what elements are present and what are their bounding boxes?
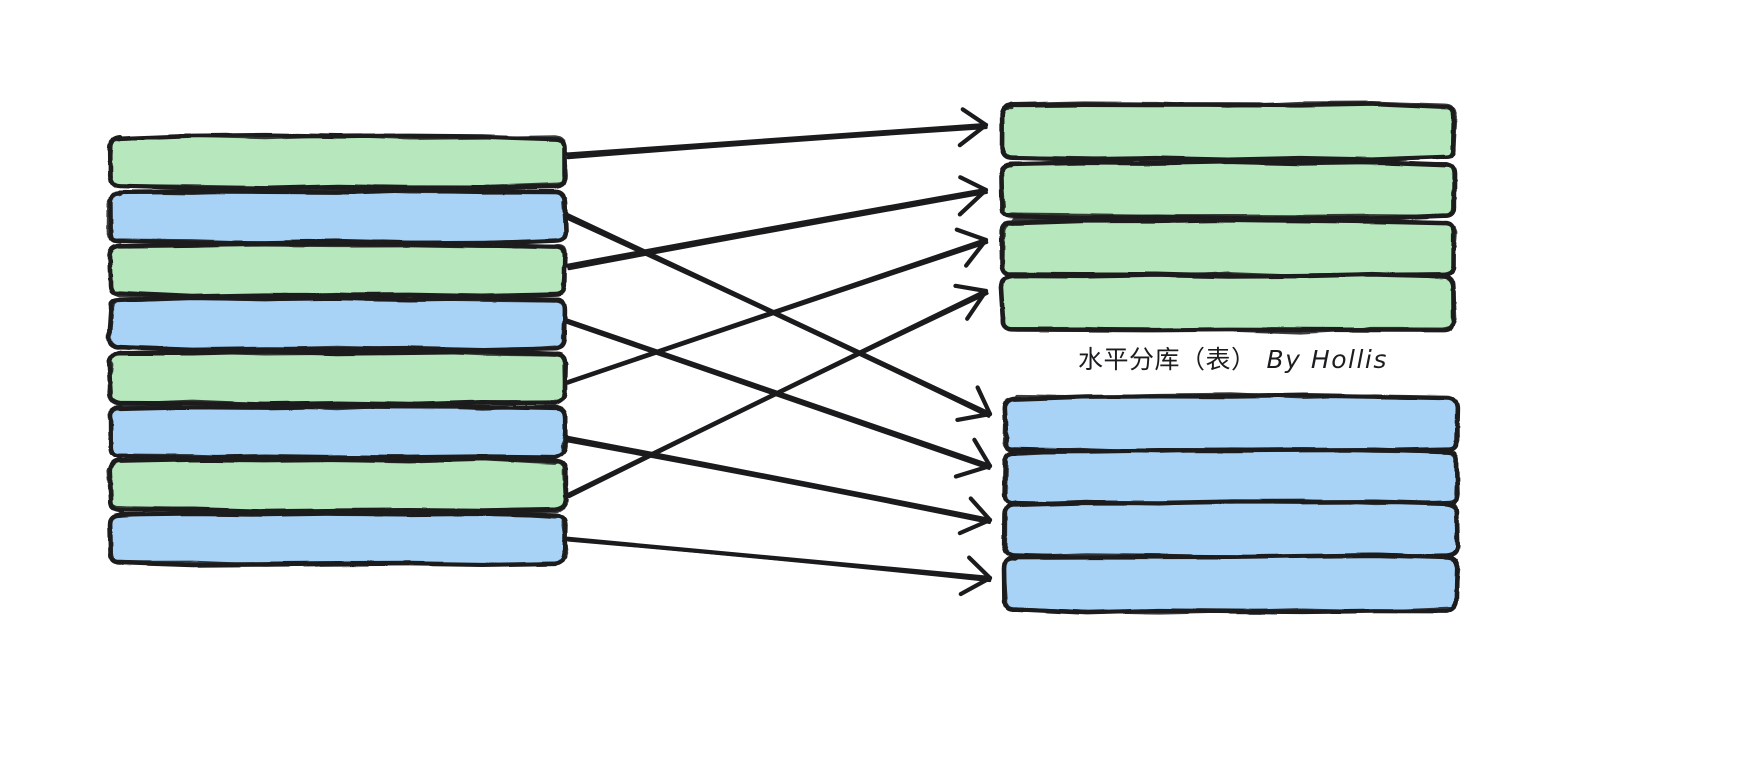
source-bar-2[interactable] [107,241,568,299]
connector-line [566,435,993,523]
source-bar-3-outline [108,296,567,354]
green-shard-stack [998,101,1458,335]
source-bar-2-outline [108,243,568,299]
green-shard-bar-1-fill [1002,160,1455,218]
arrow-head-barb [964,237,989,268]
arrow-head-barb [953,283,989,294]
blue-shard-bar-1[interactable] [1002,447,1460,509]
connector-line [565,320,991,470]
arrow-head-barb [975,385,993,417]
blue-shard-bar-3-fill [1004,554,1458,612]
connector-blue-3 [565,536,993,597]
connector-blue-2 [566,435,993,536]
arrow-head-barb [958,175,989,193]
green-shard-bar-0[interactable] [999,101,1458,164]
source-bar-2-fill [109,242,566,296]
source-bar-4[interactable] [106,349,568,408]
connector-green-0 [565,107,989,160]
blue-shard-bar-2-fill [1005,501,1457,559]
green-shard-bar-2-fill [1001,218,1455,277]
source-bar-6-outline [106,455,567,514]
arrow-head-barb [965,288,989,321]
green-shard-bar-3[interactable] [998,271,1457,335]
connection-arrows [565,107,993,597]
source-bar-4-outline [107,349,566,408]
source-bar-5[interactable] [108,403,568,461]
source-bar-3-fill [110,297,565,351]
green-shard-bar-0-fill [1002,103,1456,161]
diagram-caption: 水平分库（表） By Hollis [1078,340,1388,376]
connector-green-1 [565,175,989,271]
connector-line [565,187,989,268]
green-shard-bar-2[interactable] [999,217,1458,280]
blue-shard-bar-3[interactable] [1001,552,1461,615]
arrow-head-barb [954,227,989,243]
blue-shard-bar-1-fill [1003,448,1459,507]
blue-shard-bar-3-outline [1002,552,1461,615]
green-shard-bar-1-outline [999,158,1455,218]
arrow-head-barb [957,122,989,148]
blue-shard-bar-0-fill [1004,394,1459,453]
source-bar-5-fill [110,405,565,458]
source-bar-0-fill [109,135,566,189]
connector-line [565,216,991,418]
arrow-head-barb [953,463,993,479]
source-bar-7[interactable] [107,509,569,568]
arrow-head-barb [958,575,993,597]
source-bar-7-outline [109,509,569,567]
green-shard-bar-1[interactable] [999,158,1457,221]
green-shard-bar-3-outline [998,271,1457,335]
connector-line [567,538,992,583]
arrow-head-barb [957,187,989,217]
arrow-head-barb [955,411,993,422]
blue-shard-bar-2[interactable] [1001,499,1461,560]
source-bar-1[interactable] [106,187,569,246]
green-shard-bar-0-outline [999,101,1458,164]
arrow-head-barb [957,517,993,536]
source-stack [106,132,569,568]
caption-chinese: 水平分库（表） [1078,345,1257,374]
source-bar-4-fill [108,352,567,404]
source-bar-7-fill [109,512,566,566]
source-bar-6[interactable] [106,455,569,514]
arrow-head-barb [968,496,993,523]
connector-blue-1 [565,318,993,479]
green-shard-bar-3-fill [1001,274,1455,332]
blue-shard-bar-0[interactable] [1002,392,1460,455]
source-bar-1-outline [106,188,567,245]
source-bar-0-outline [107,134,568,191]
connector-line [566,126,988,160]
source-bar-3[interactable] [106,295,568,354]
source-bar-0[interactable] [107,132,568,191]
source-bar-6-fill [110,458,566,512]
connector-line [567,191,988,271]
connector-line [566,439,992,525]
arrow-head-barb [960,107,989,128]
arrow-head-barb [972,437,993,469]
connector-line [565,318,993,469]
caption-author: By Hollis [1266,345,1388,374]
connector-blue-0 [565,212,993,422]
arrow-head-barb [967,555,993,581]
source-bar-1-fill [110,190,567,244]
blue-shard-stack [1001,392,1461,615]
connector-line [565,122,989,157]
